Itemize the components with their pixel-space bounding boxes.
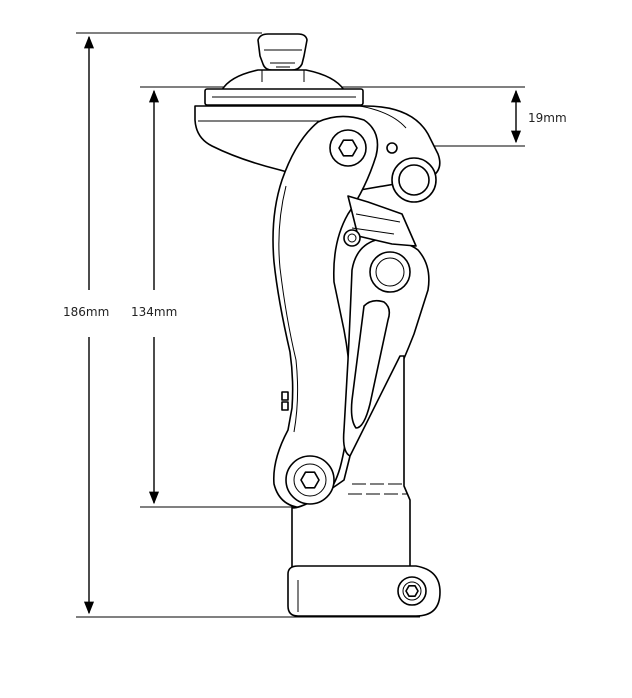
hex-bolt-icon	[300, 471, 320, 489]
label-134: 134mm	[131, 305, 177, 319]
label-19: 19mm	[528, 111, 567, 125]
rear-link	[342, 238, 430, 457]
knee-joint-drawing	[194, 33, 441, 617]
dimension-186: 186mm	[63, 32, 420, 618]
hex-bolt-icon	[405, 584, 419, 598]
bottom-clamp	[287, 565, 441, 617]
side-details	[281, 391, 289, 411]
pyramid-adapter	[221, 33, 345, 91]
label-186: 186mm	[63, 305, 109, 319]
pivot-mid-rear	[369, 251, 411, 293]
small-pin	[386, 142, 398, 154]
pivot-lower-front	[285, 455, 335, 505]
pivot-upper-rear	[391, 157, 437, 203]
dimension-19: 19mm	[345, 89, 567, 147]
middle-frame	[343, 195, 417, 247]
pivot-bottom-clamp	[397, 576, 427, 606]
pivot-upper-front	[329, 129, 367, 167]
hex-bolt-icon	[338, 139, 358, 157]
